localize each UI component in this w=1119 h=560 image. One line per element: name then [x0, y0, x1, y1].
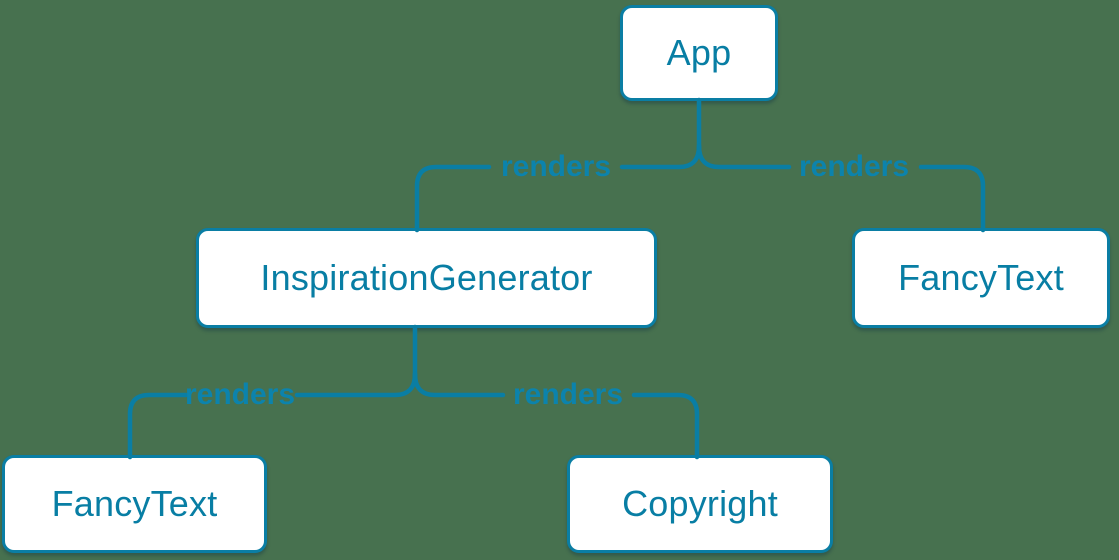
edge-label-renders-inspiration-fancytext: renders: [184, 378, 296, 411]
node-fancy-text-top-label: FancyText: [898, 257, 1064, 298]
node-fancy-text-bottom: FancyText: [2, 455, 267, 553]
node-app: App: [620, 5, 778, 101]
edge-label-renders-app-inspiration: renders: [500, 150, 612, 183]
node-fancy-text-bottom-label: FancyText: [51, 483, 218, 524]
edge-app-inspiration-left-arm: [619, 143, 702, 170]
edge-label-renders-inspiration-copyright: renders: [512, 378, 624, 411]
edge-app-fancytext-right-arm: [696, 143, 792, 170]
edge-label-renders-app-fancytext: renders: [798, 150, 910, 183]
edge-inspiration-fancytext-drop: [127, 392, 189, 460]
node-fancy-text-top: FancyText: [852, 228, 1110, 328]
node-copyright: Copyright: [567, 455, 833, 553]
node-app-label: App: [666, 32, 732, 73]
edge-inspiration-copyright-drop: [631, 392, 700, 460]
node-inspiration-generator: InspirationGenerator: [196, 228, 657, 328]
edge-app-inspiration-drop: [414, 164, 492, 233]
node-inspiration-generator-label: InspirationGenerator: [260, 257, 593, 298]
node-copyright-label: Copyright: [622, 483, 778, 524]
edge-app-fancytext-drop: [918, 164, 986, 233]
edge-inspiration-fancytext-left-arm: [294, 371, 418, 398]
edge-inspiration-copyright-right-arm: [412, 371, 506, 398]
